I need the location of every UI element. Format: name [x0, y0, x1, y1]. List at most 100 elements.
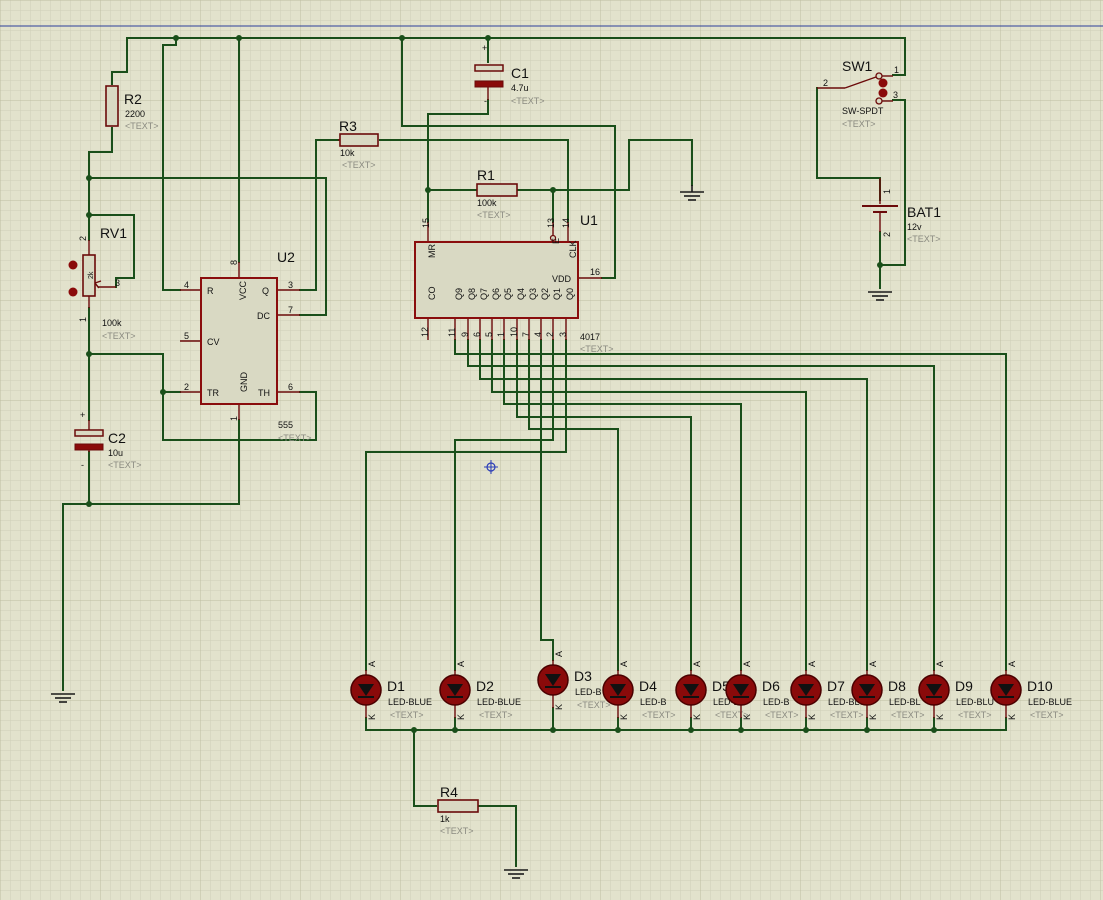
sw1-value: SW-SPDT: [842, 106, 884, 116]
ic-u1-4017[interactable]: U1 MR E CLK VDD CO Q9 Q8 Q7 Q6 Q5 Q4 Q3 …: [414, 212, 614, 354]
led-text: <TEXT>: [830, 710, 864, 720]
ic-u2-555[interactable]: U2 R VCC Q DC CV TR GND TH 4 8 3 7 5 2 1…: [180, 249, 312, 443]
led-text: <TEXT>: [1030, 710, 1064, 720]
led-ref: D2: [476, 678, 494, 694]
led-anode-label: A: [619, 661, 629, 667]
led-array[interactable]: AKD1LED-BLUE<TEXT>AKD2LED-BLUE<TEXT>AKD3…: [350, 651, 1072, 720]
u1-num-3: 3: [558, 332, 568, 337]
u1-pin-q5: Q5: [503, 288, 513, 300]
led-value: LED-B: [575, 687, 602, 697]
u1-pin-q4: Q4: [516, 288, 526, 300]
resistor-r1[interactable]: R1 100k <TEXT>: [476, 167, 518, 220]
rv1-value: 100k: [102, 318, 122, 328]
u1-pin-q3: Q3: [528, 288, 538, 300]
sw1-toggle-up-icon[interactable]: [878, 78, 888, 88]
u2-num-2: 2: [184, 382, 189, 392]
u1-pin-mr: MR: [427, 244, 437, 258]
led-cathode-label: K: [456, 714, 466, 720]
bat1-pin1: 1: [882, 189, 892, 194]
wires[interactable]: [62, 37, 1007, 867]
c2-ref: C2: [108, 430, 126, 446]
wire-junctions: [86, 35, 937, 733]
u2-num-8: 8: [229, 260, 239, 265]
u1-pin-q6: Q6: [491, 288, 501, 300]
u2-pin-vcc: VCC: [238, 280, 248, 300]
led-anode-label: A: [456, 661, 466, 667]
led-cathode-label: K: [1007, 714, 1017, 720]
led-cathode-label: K: [935, 714, 945, 720]
rv1-adjust-down-icon[interactable]: [68, 287, 78, 297]
u2-body[interactable]: [200, 277, 278, 405]
c1-ref: C1: [511, 65, 529, 81]
sw1-pin3: 3: [893, 90, 898, 100]
led-value: LED-BL: [889, 697, 921, 707]
led-text: <TEXT>: [577, 700, 611, 710]
switch-sw1[interactable]: SW1 2 1 3 SW-SPDT <TEXT>: [817, 58, 899, 129]
u2-pin-r: R: [207, 286, 214, 296]
u1-pin-co: CO: [427, 287, 437, 301]
capacitor-c1[interactable]: + - C1 4.7u <TEXT>: [474, 43, 545, 106]
r1-text: <TEXT>: [477, 210, 511, 220]
r4-body[interactable]: [437, 799, 479, 813]
led-cathode-label: K: [692, 714, 702, 720]
u1-pin-e: E: [551, 238, 561, 244]
rv1-pin2: 2: [78, 236, 88, 241]
ground-symbol-left: [51, 693, 75, 703]
r3-body[interactable]: [339, 133, 379, 147]
u1-pin-vdd: VDD: [552, 274, 572, 284]
capacitor-c2[interactable]: + - C2 10u <TEXT>: [74, 410, 142, 470]
rv1-adjust-up-icon[interactable]: [68, 260, 78, 270]
bat1-ref: BAT1: [907, 204, 941, 220]
u1-num-11: 11: [447, 328, 457, 337]
resistor-r4[interactable]: R4 1k <TEXT>: [437, 784, 479, 836]
u1-text: <TEXT>: [580, 344, 614, 354]
r3-value: 10k: [340, 148, 355, 158]
led-ref: D8: [888, 678, 906, 694]
rv1-body[interactable]: [82, 254, 96, 297]
c2-minus: -: [81, 460, 84, 470]
led-cathode-label: K: [367, 714, 377, 720]
u1-ref: U1: [580, 212, 598, 228]
led-anode-label: A: [868, 661, 878, 667]
u2-num-4: 4: [184, 280, 189, 290]
u2-pin-tr: TR: [207, 388, 219, 398]
u2-text: <TEXT>: [278, 433, 312, 443]
r1-ref: R1: [477, 167, 495, 183]
r2-body[interactable]: [105, 85, 119, 127]
r1-body[interactable]: [476, 183, 518, 197]
u1-num-14: 14: [561, 218, 571, 228]
u2-value: 555: [278, 420, 293, 430]
c2-plus: +: [80, 410, 85, 420]
c1-text: <TEXT>: [511, 96, 545, 106]
battery-bat1[interactable]: 1 2 BAT1 12v <TEXT>: [862, 178, 941, 244]
rv1-text: <TEXT>: [102, 331, 136, 341]
resistor-r2[interactable]: R2 2200 <TEXT>: [105, 85, 159, 131]
u1-num-4: 4: [533, 332, 543, 337]
led-value: LED-BL: [713, 697, 745, 707]
potentiometer-rv1[interactable]: 2k RV1 2 3 1 100k <TEXT>: [68, 225, 136, 341]
resistor-r3[interactable]: R3 10k <TEXT>: [338, 118, 379, 170]
led-cathode-label: K: [554, 704, 564, 710]
u1-pin-clk: CLK: [568, 240, 578, 258]
u1-num-12: 12: [420, 327, 430, 337]
sw1-toggle-down-icon[interactable]: [878, 88, 888, 98]
u1-body[interactable]: [414, 241, 579, 319]
u2-num-1: 1: [229, 416, 239, 421]
led-anode-label: A: [807, 661, 817, 667]
u1-num-15: 15: [421, 218, 431, 228]
sw1-ref: SW1: [842, 58, 873, 74]
r4-ref: R4: [440, 784, 458, 800]
led-ref: D6: [762, 678, 780, 694]
